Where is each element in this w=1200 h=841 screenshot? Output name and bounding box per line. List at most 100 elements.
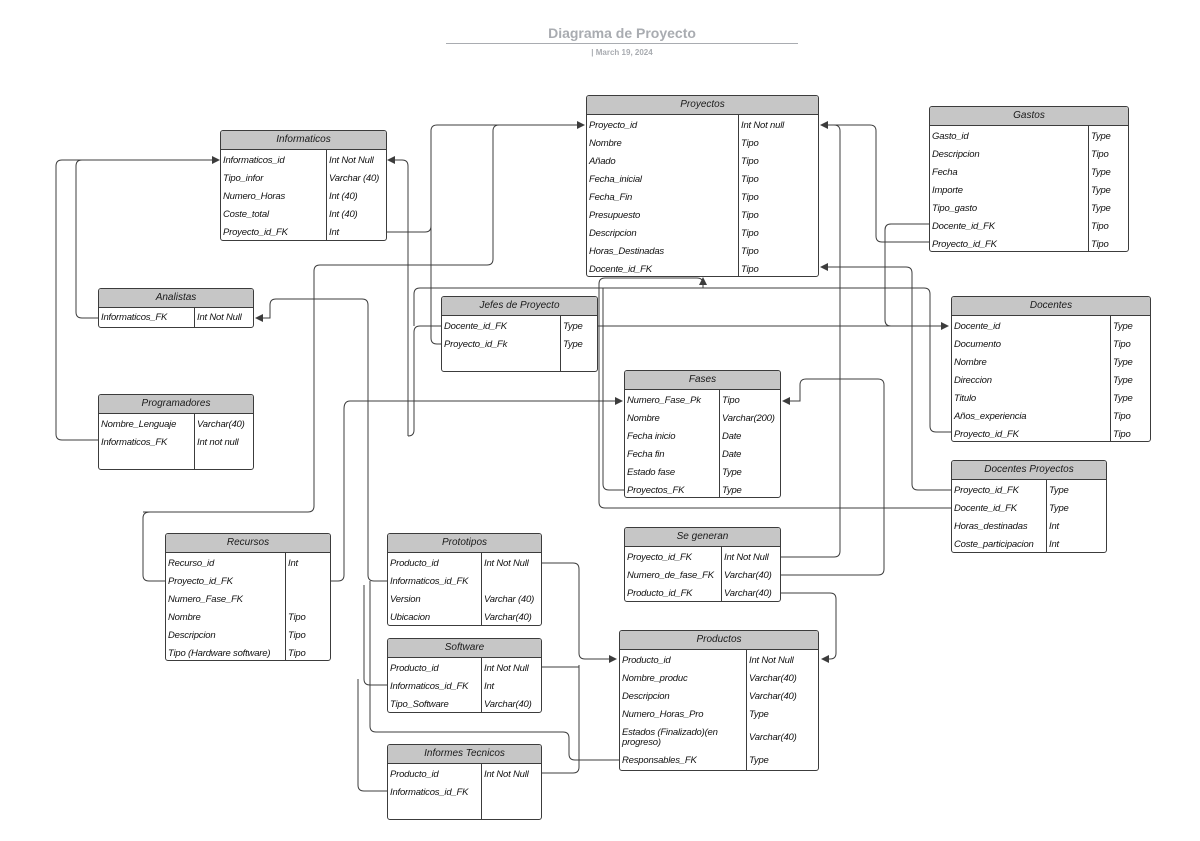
edge-software-informaticos xyxy=(363,585,387,686)
entity-row[interactable]: Proyecto_id_FK xyxy=(168,576,233,587)
entity-header: Docentes Proyectos xyxy=(952,461,1106,480)
entity-header: Proyectos xyxy=(587,96,818,115)
edge-jefes-docentes-2 xyxy=(407,322,449,437)
entity-header: Se generan xyxy=(625,528,780,547)
edge-programadores-informaticos xyxy=(55,159,219,441)
edge-jefes-proyectos xyxy=(430,131,442,345)
entity-header: Informaticos xyxy=(221,131,386,150)
edge-gastos-proyectos xyxy=(820,121,929,243)
edge-programadores-informaticos-2 xyxy=(387,156,409,375)
entity-row[interactable]: Informaticos_id_FK xyxy=(390,576,469,587)
entity-row[interactable]: Tipo (Hardware software)Tipo xyxy=(168,648,306,659)
entity-header: Analistas xyxy=(99,289,253,308)
edge-recursos-proyectos-2 xyxy=(143,124,584,513)
entity-header: Informes Tecnicos xyxy=(388,745,541,764)
edge-segeneran-proyectos xyxy=(780,124,841,558)
entity-row[interactable]: Numero_Fase_FK xyxy=(168,594,243,605)
entity-row[interactable]: Informaticos_id_FK xyxy=(390,787,469,798)
edge-prototipos-productos xyxy=(541,562,617,663)
entity-row[interactable]: Estados (Finalizado)(en progreso)Varchar… xyxy=(622,727,797,748)
edge-docproy-proyectos xyxy=(820,263,951,491)
entity-header: Recursos xyxy=(166,534,330,553)
